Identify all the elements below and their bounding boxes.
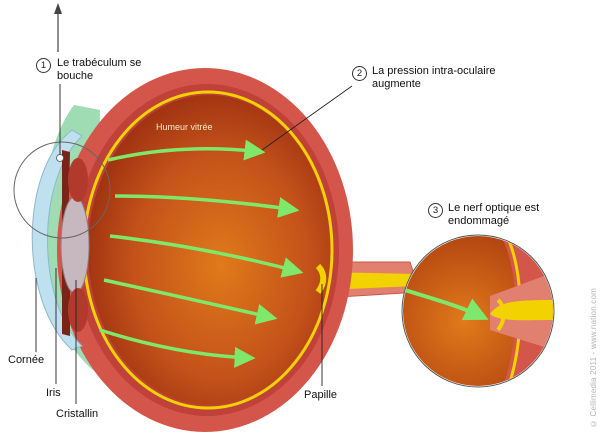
pressure-arrow-3 (109, 234, 304, 278)
leader-lines (35, 84, 353, 404)
step2-label: La pression intra-oculaire augmente (372, 65, 496, 91)
papilla-label: Papille (304, 389, 338, 401)
pressure-arrows (99, 139, 304, 368)
ciliary-body (68, 158, 88, 202)
papilla-junction (315, 263, 327, 294)
optic-nerve-zoom (401, 234, 555, 388)
step3-line2: endommagé (448, 215, 510, 227)
step2-line1: La pression intra-oculaire (372, 65, 496, 77)
ciliary-body-lower (68, 288, 88, 332)
pressure-arrow-1 (107, 139, 266, 162)
cornea-label: Cornée (8, 354, 45, 366)
crystalline-lens (60, 196, 90, 294)
step1-number: 1 (36, 58, 51, 73)
step1-label: Le trabéculum se bouche (57, 57, 141, 83)
step3-line1: Le nerf optique est (448, 202, 540, 214)
pressure-arrow-2 (114, 194, 300, 218)
trabeculum-magnifier (13, 141, 111, 239)
step3-number: 3 (428, 203, 443, 218)
cornea (31, 129, 83, 351)
step1-line2: bouche (57, 70, 94, 82)
pressure-arrow-4 (103, 278, 278, 325)
trabeculum-blocked (56, 154, 64, 162)
step1-line1: Le trabéculum se (57, 57, 142, 69)
vitreous-label: Humeur vitrée (156, 122, 213, 132)
iris (62, 150, 70, 336)
leader-pressure (261, 85, 353, 151)
lens-label: Cristallin (56, 408, 99, 420)
pressure-arrow-5 (99, 328, 256, 368)
step2-number: 2 (352, 66, 367, 81)
up-arrow (54, 3, 62, 52)
iris-label: Iris (46, 387, 61, 399)
step3-label: Le nerf optique est endommagé (448, 202, 539, 228)
credit: © Cellimedia 2011 - www.nation.com (589, 287, 598, 428)
step2-line2: augmente (372, 78, 421, 90)
